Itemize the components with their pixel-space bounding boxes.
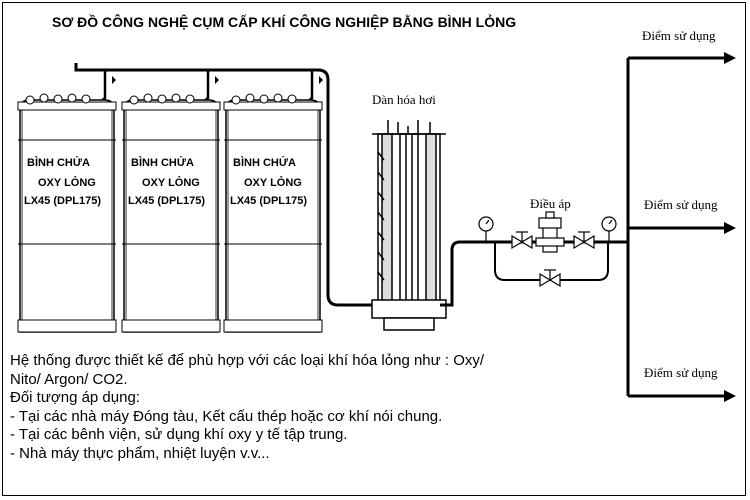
tank-1: BÌNH CHỨA OXY LỎNG LX45 (DPL175) — [17, 93, 117, 333]
tank-1-label-line2: OXY LỎNG — [38, 176, 96, 189]
regulator-label: Điều áp — [530, 196, 571, 211]
description-line-1: Hệ thống được thiết kế để phù hợp với cá… — [10, 352, 485, 369]
header-pipe — [74, 63, 378, 307]
outlet-label-3: Điểm sử dụng — [644, 365, 718, 380]
diagram-title: SƠ ĐỒ CÔNG NGHỆ CỤM CẤP KHÍ CÔNG NGHIỆP … — [52, 14, 517, 30]
pressure-regulator-icon — [535, 211, 565, 253]
vaporizer-outlet-pipe — [440, 240, 628, 307]
vaporizer-label: Dàn hóa hơi — [372, 92, 436, 107]
outlet-label-2: Điểm sử dụng — [644, 197, 718, 212]
tank-3-label-line3: LX45 (DPL175) — [230, 195, 307, 207]
tank-2: BÌNH CHỨA OXY LỎNG LX45 (DPL175) — [121, 93, 221, 333]
tank-2-label-line3: LX45 (DPL175) — [128, 195, 205, 207]
description-block: Hệ thống được thiết kế để phù hợp với cá… — [10, 352, 610, 463]
tank-3-label-line2: OXY LỎNG — [244, 176, 302, 189]
distribution-pipe — [626, 56, 724, 398]
tank-2-label-line2: OXY LỎNG — [142, 176, 200, 189]
valve-icons — [511, 231, 595, 288]
outlet-label-1: Điểm sử dụng — [642, 28, 716, 43]
tank-1-label-line3: LX45 (DPL175) — [24, 195, 101, 207]
tank-1-label-line1: BÌNH CHỨA — [27, 156, 90, 169]
bullet-item: - Nhà máy thực phẩm, nhiệt luyện v.v... — [10, 444, 270, 462]
outlet-arrow-icons — [724, 52, 736, 402]
pressure-gauge-icon — [478, 216, 617, 242]
check-valve-icons — [112, 76, 323, 84]
bullet-item: - Tại các bênh viện, sử dụng khí oxy y t… — [10, 426, 348, 443]
description-line-2: Nito/ Argon/ CO2. — [10, 370, 128, 388]
description-line-3: Đối tượng áp dụng: — [10, 389, 140, 406]
tank-3: BÌNH CHỨA OXY LỎNG LX45 (DPL175) — [223, 93, 323, 333]
bullet-item: - Tại các nhà máy Đóng tàu, Kết cấu thép… — [10, 407, 443, 425]
vaporizer — [371, 120, 447, 331]
tank-3-label-line1: BÌNH CHỨA — [233, 156, 296, 169]
tank-2-label-line1: BÌNH CHỨA — [131, 156, 194, 169]
